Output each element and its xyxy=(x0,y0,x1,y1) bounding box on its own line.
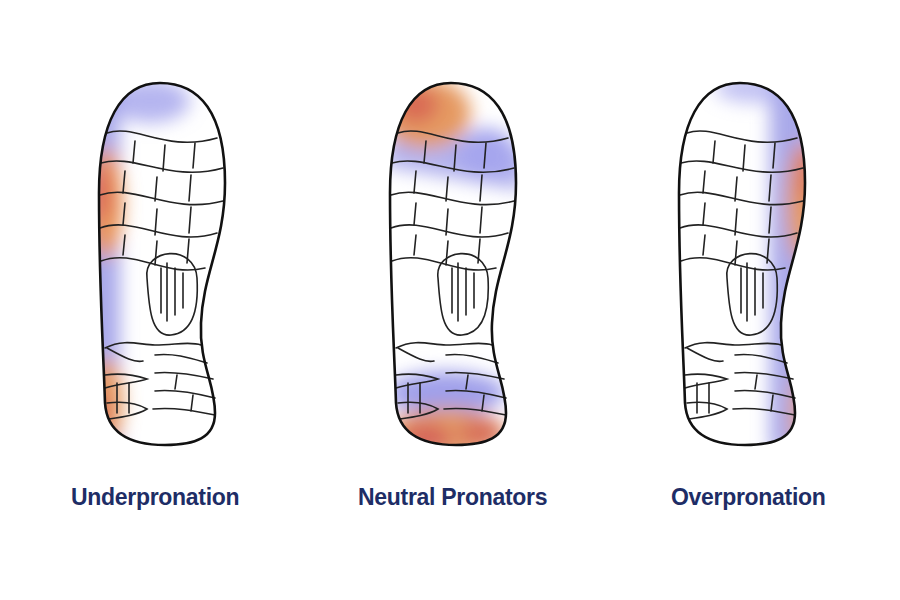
underpronation-label: Underpronation xyxy=(71,484,239,511)
overpronation-label: Overpronation xyxy=(671,484,826,511)
neutral-label: Neutral Pronators xyxy=(358,484,547,511)
